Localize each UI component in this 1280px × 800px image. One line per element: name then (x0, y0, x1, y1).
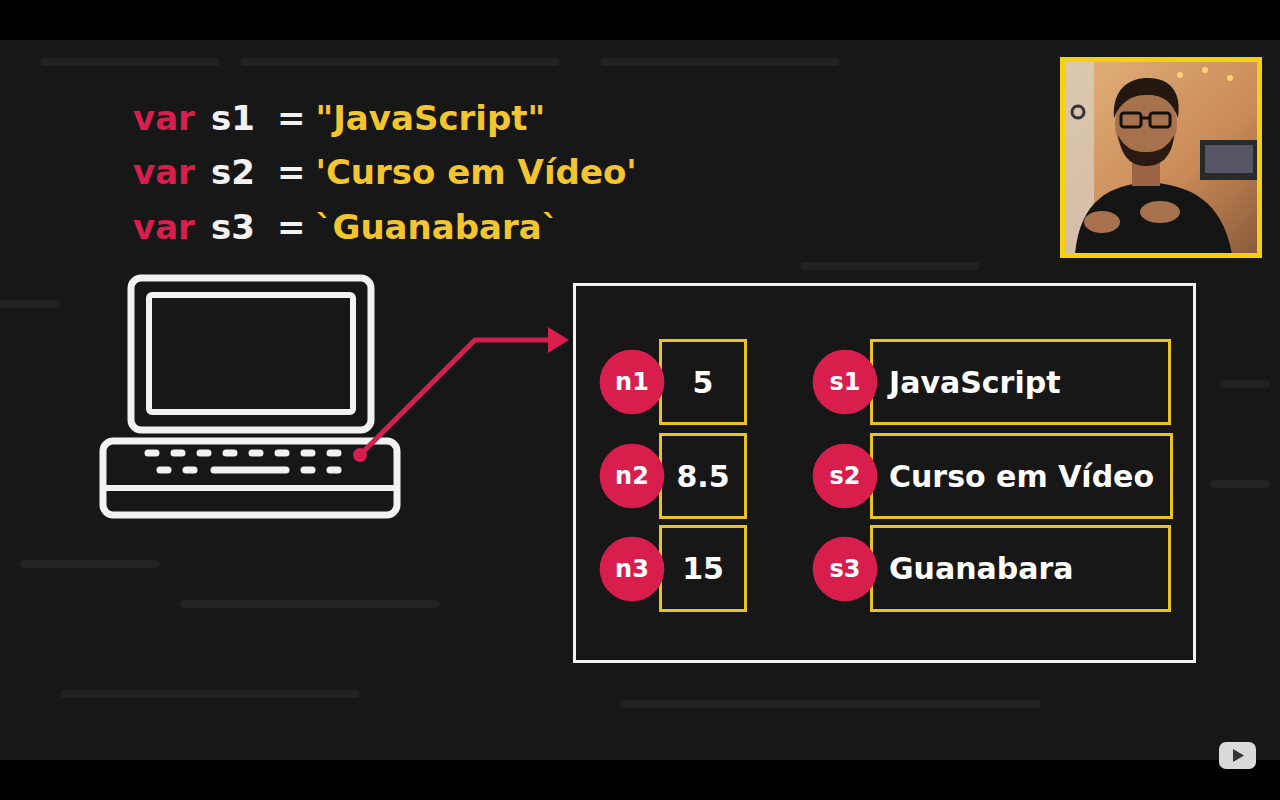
value-text: 8.5 (676, 459, 729, 494)
video-ground (0, 40, 1280, 760)
variable-name: n1 (615, 368, 649, 396)
variable-name: s1 (211, 97, 255, 139)
assign-operator: = (277, 151, 306, 193)
variable-name: s2 (211, 151, 255, 193)
variable-name-circle: s1 (812, 349, 878, 415)
string-value-box: JavaScript (870, 339, 1171, 425)
memory-frame: n1 5 s1 JavaScript n2 8.5 s2 Curso em Vídeo n3 15… (573, 283, 1196, 663)
variable-name: n2 (615, 462, 649, 490)
assign-operator: = (277, 206, 306, 248)
variable-name: n3 (615, 555, 649, 583)
variable-name: s3 (211, 206, 255, 248)
value-text: Curso em Vídeo (889, 459, 1154, 494)
keyword: var (133, 97, 195, 139)
keyword: var (133, 206, 195, 248)
value-text: JavaScript (889, 365, 1061, 400)
value-text: 15 (682, 551, 724, 586)
pointer-arrow (353, 327, 569, 462)
string-literal: "JavaScript" (316, 97, 546, 139)
variable-name: s1 (830, 368, 861, 396)
variable-name-circle: n2 (599, 443, 665, 509)
string-literal: 'Curso em Vídeo' (316, 151, 637, 193)
webcam-inset (1063, 60, 1260, 256)
value-text: Guanabara (889, 551, 1074, 586)
number-value-box: 8.5 (659, 433, 747, 519)
variable-name: s3 (830, 555, 861, 583)
number-value-box: 15 (659, 525, 747, 612)
variable-name: s2 (830, 462, 861, 490)
player-icon (1219, 742, 1256, 769)
string-value-box: Curso em Vídeo (870, 433, 1173, 519)
variable-name-circle: n1 (599, 349, 665, 415)
value-text: 5 (693, 365, 714, 400)
laptop-icon (103, 278, 397, 515)
keyword: var (133, 151, 195, 193)
variable-name-circle: s2 (812, 443, 878, 509)
number-value-box: 5 (659, 339, 747, 425)
string-value-box: Guanabara (870, 525, 1171, 612)
faint-code-lines (0, 58, 1270, 708)
string-literal: `Guanabara` (316, 206, 559, 248)
variable-name-circle: n3 (599, 536, 665, 602)
variable-name-circle: s3 (812, 536, 878, 602)
assign-operator: = (277, 97, 306, 139)
